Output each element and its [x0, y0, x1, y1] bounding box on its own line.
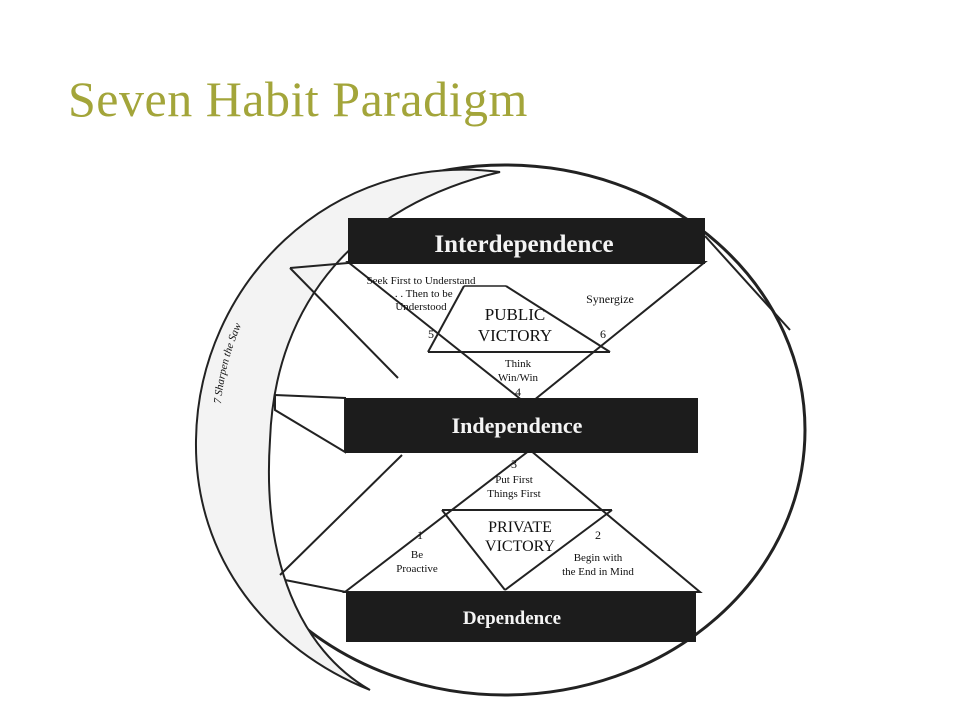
private-victory-line2: VICTORY — [485, 538, 555, 555]
habit-5-number: 5 — [428, 327, 434, 341]
habit-2-number: 2 — [595, 528, 601, 542]
habit-4-line2: Win/Win — [498, 372, 539, 384]
habit-1-line2: Proactive — [396, 563, 438, 575]
independence-label: Independence — [452, 413, 583, 438]
habit-5-line3: Understood — [395, 301, 447, 313]
habit-4-number: 4 — [515, 385, 521, 399]
page-title: Seven Habit Paradigm — [68, 71, 528, 127]
public-victory-line1: PUBLIC — [485, 305, 545, 324]
independence-band — [345, 398, 698, 453]
habit-5-line1: Seek First to Understand — [366, 275, 476, 287]
dependence-label: Dependence — [463, 608, 561, 629]
habit-1-line1: Be — [411, 549, 423, 561]
habit-5-line2: . . . Then to be — [389, 288, 452, 300]
habit-4-line1: Think — [505, 358, 532, 370]
habit-3-line2: Things First — [487, 488, 540, 500]
habit-6-number: 6 — [600, 327, 606, 341]
dependence-band — [346, 592, 696, 642]
habit-2-line1: Begin with — [574, 552, 623, 564]
habit-1-number: 1 — [417, 528, 423, 542]
private-victory-line1: PRIVATE — [488, 519, 552, 536]
habit-3-line1: Put First — [495, 474, 533, 486]
public-victory-line2: VICTORY — [478, 326, 552, 345]
interdependence-band — [348, 218, 705, 264]
habit-2-line2: the End in Mind — [562, 566, 634, 578]
habit-6-label: Synergize — [586, 292, 634, 306]
independence-band-side — [274, 393, 346, 454]
habit-3-number: 3 — [511, 457, 517, 471]
saw-crescent — [194, 168, 501, 691]
interdependence-label: Interdependence — [434, 231, 613, 258]
cross-lines — [279, 235, 791, 593]
